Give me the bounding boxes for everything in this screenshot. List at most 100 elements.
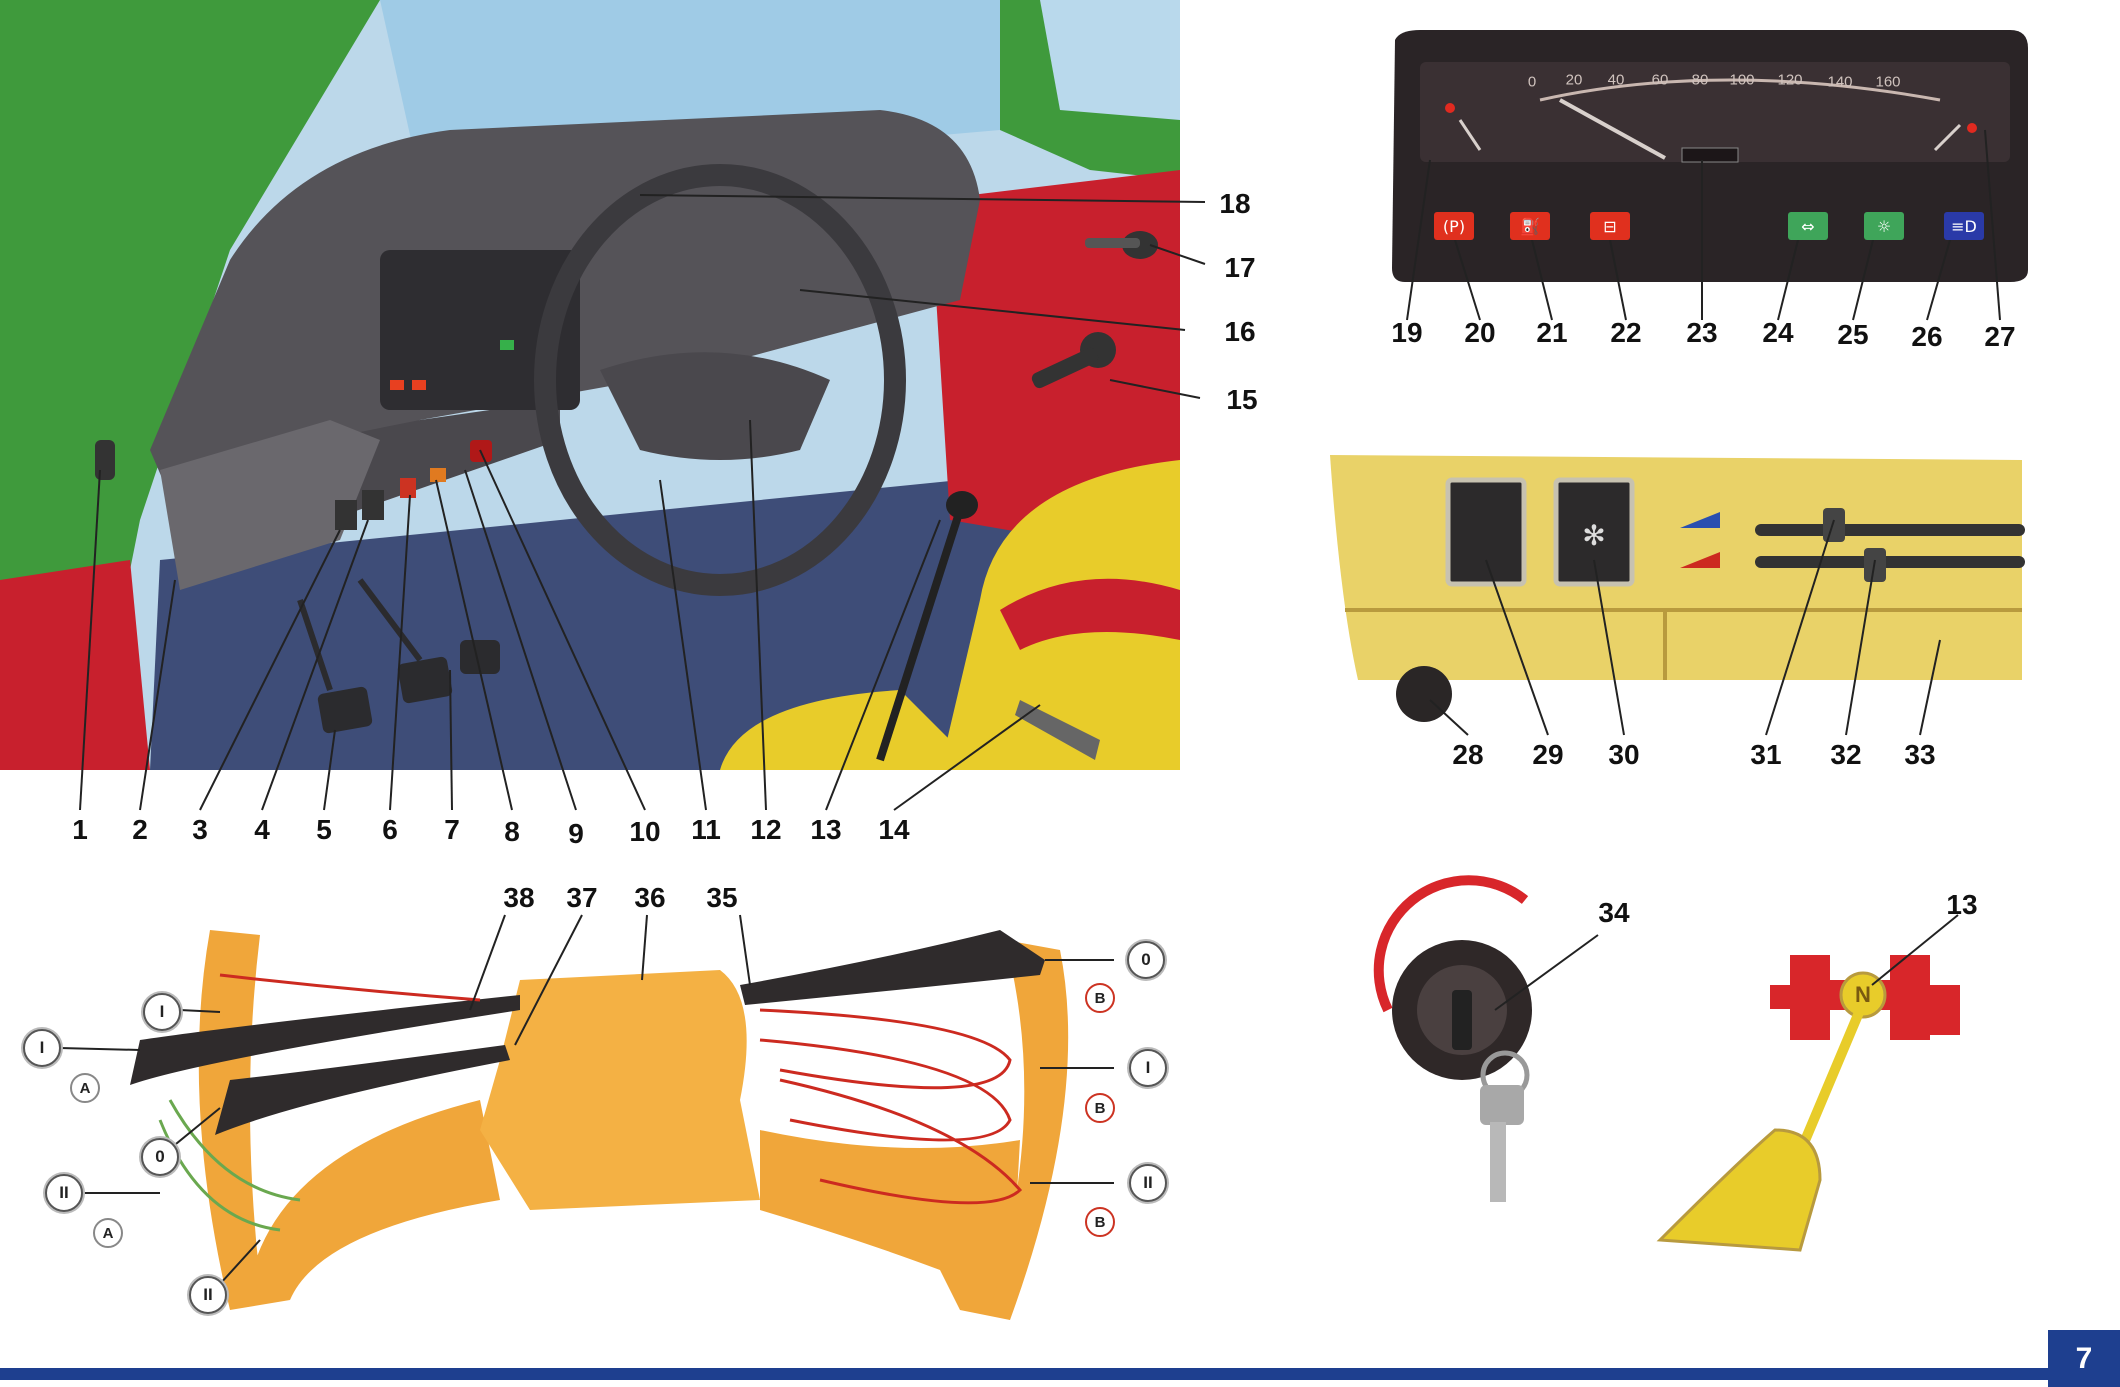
left-position-I-inner: I (143, 993, 181, 1031)
scale-160: 160 (1875, 73, 1901, 91)
scale-40: 40 (1607, 71, 1625, 89)
callout-32: 32 (1830, 739, 1862, 770)
fan-switch (1553, 477, 1635, 587)
callout-12: 12 (750, 814, 782, 845)
svg-text:✻: ✻ (1582, 519, 1605, 552)
left-position-A-1: A (70, 1073, 100, 1103)
callout-22: 22 (1610, 317, 1642, 348)
steering-wheel (534, 164, 906, 596)
callout-36: 36 (634, 882, 666, 913)
right-switch-housing (760, 1130, 1020, 1320)
callout-24: 24 (1762, 317, 1794, 348)
slider-knob-upper (1823, 508, 1845, 542)
battery-lamp-icon: ⊟ (1590, 212, 1630, 240)
callout-4: 4 (254, 814, 270, 845)
scale-60: 60 (1651, 71, 1669, 89)
callout-26: 26 (1911, 321, 1943, 352)
callout-6: 6 (382, 814, 398, 845)
right-position-B-3: B (1085, 1207, 1115, 1237)
callout-34: 34 (1598, 897, 1630, 928)
callout-9: 9 (568, 818, 584, 849)
callout-18: 18 (1219, 188, 1251, 219)
heater-leader-lines (1429, 519, 1941, 736)
callout-38: 38 (503, 882, 535, 913)
callout-14: 14 (878, 814, 910, 845)
instrument-cluster (1392, 30, 2028, 282)
right-stalk (740, 930, 1045, 1005)
left-position-I-outer: I (23, 1029, 61, 1067)
callout-35: 35 (706, 882, 738, 913)
speedometer-needle (1559, 98, 1666, 160)
callout-29: 29 (1532, 739, 1564, 770)
callout-25: 25 (1837, 319, 1869, 350)
left-position-A-2: A (93, 1218, 123, 1248)
door-panel-left (0, 560, 150, 770)
callout-28: 28 (1452, 739, 1484, 770)
callout-33: 33 (1904, 739, 1936, 770)
heater-control-panel: ✻ (1330, 455, 2025, 722)
cluster-leader-lines (1406, 129, 2001, 321)
column-leader-lines (59, 914, 1114, 1296)
right-position-B-2: B (1085, 1093, 1115, 1123)
parking-brake-lamp-icon: (P) (1434, 212, 1474, 240)
scale-120: 120 (1777, 71, 1803, 89)
left-lower-stalk (215, 1045, 510, 1135)
side-lights-lamp-icon: ☼ (1864, 212, 1904, 240)
scale-100: 100 (1729, 71, 1755, 89)
right-position-II: II (1129, 1164, 1167, 1202)
callout-11: 11 (691, 814, 721, 845)
callout-27: 27 (1984, 321, 2016, 352)
interior-leader-lines (79, 194, 1206, 811)
gear-boot (1656, 1128, 1822, 1252)
callout-20: 20 (1464, 317, 1496, 348)
callout-15: 15 (1226, 384, 1258, 415)
callout-7: 7 (444, 814, 460, 845)
callout-8: 8 (504, 816, 520, 847)
callout-16: 16 (1224, 316, 1256, 347)
callout-5: 5 (316, 814, 332, 845)
scale-80: 80 (1691, 71, 1709, 89)
left-position-II-outer: II (45, 1174, 83, 1212)
callout-13: 13 (810, 814, 842, 845)
high-beam-lamp-icon: ≡D (1944, 212, 1984, 240)
callout-1: 1 (72, 814, 88, 845)
column-shroud (480, 970, 760, 1210)
glovebox (160, 420, 380, 590)
scale-20: 20 (1565, 71, 1583, 89)
callout-30: 30 (1608, 739, 1640, 770)
callout-21: 21 (1536, 317, 1568, 348)
left-position-II-inner: II (189, 1276, 227, 1314)
interior-illustration (0, 0, 1180, 770)
callout-23: 23 (1686, 317, 1718, 348)
right-position-B-1: B (1085, 983, 1115, 1013)
callout-19: 19 (1391, 317, 1423, 348)
right-position-0: 0 (1127, 941, 1165, 979)
oil-pressure-lamp-icon: ⛽ (1510, 212, 1550, 240)
left-position-0: 0 (141, 1138, 179, 1176)
callout-37: 37 (566, 882, 598, 913)
ignition-switch-illustration (1373, 875, 1599, 1202)
gear-neutral-label: N (1855, 982, 1871, 1007)
callout-10: 10 (629, 816, 661, 847)
callout-2: 2 (132, 814, 148, 845)
gear-pattern-illustration (1656, 914, 1960, 1252)
right-position-I: I (1129, 1049, 1167, 1087)
callout-31: 31 (1750, 739, 1782, 770)
heater-switch-1 (1445, 477, 1527, 587)
scale-0: 0 (1527, 73, 1537, 91)
instrument-binnacle (380, 250, 580, 410)
callout-17: 17 (1224, 252, 1256, 283)
callout-3: 3 (192, 814, 208, 845)
callout-13-gear: 13 (1946, 889, 1978, 920)
scale-140: 140 (1827, 73, 1853, 91)
gear-lever-interior (876, 508, 964, 762)
speedometer-face (1420, 62, 2010, 162)
turn-signal-lamp-icon: ⇔ (1788, 212, 1828, 240)
footer-bar (0, 1368, 2048, 1380)
ignition-key (1480, 1085, 1524, 1125)
left-switch-housing (250, 1100, 500, 1300)
column-switches-illustration (130, 930, 1069, 1320)
page-number: 7 (2048, 1330, 2120, 1387)
left-upper-stalk (130, 995, 520, 1085)
